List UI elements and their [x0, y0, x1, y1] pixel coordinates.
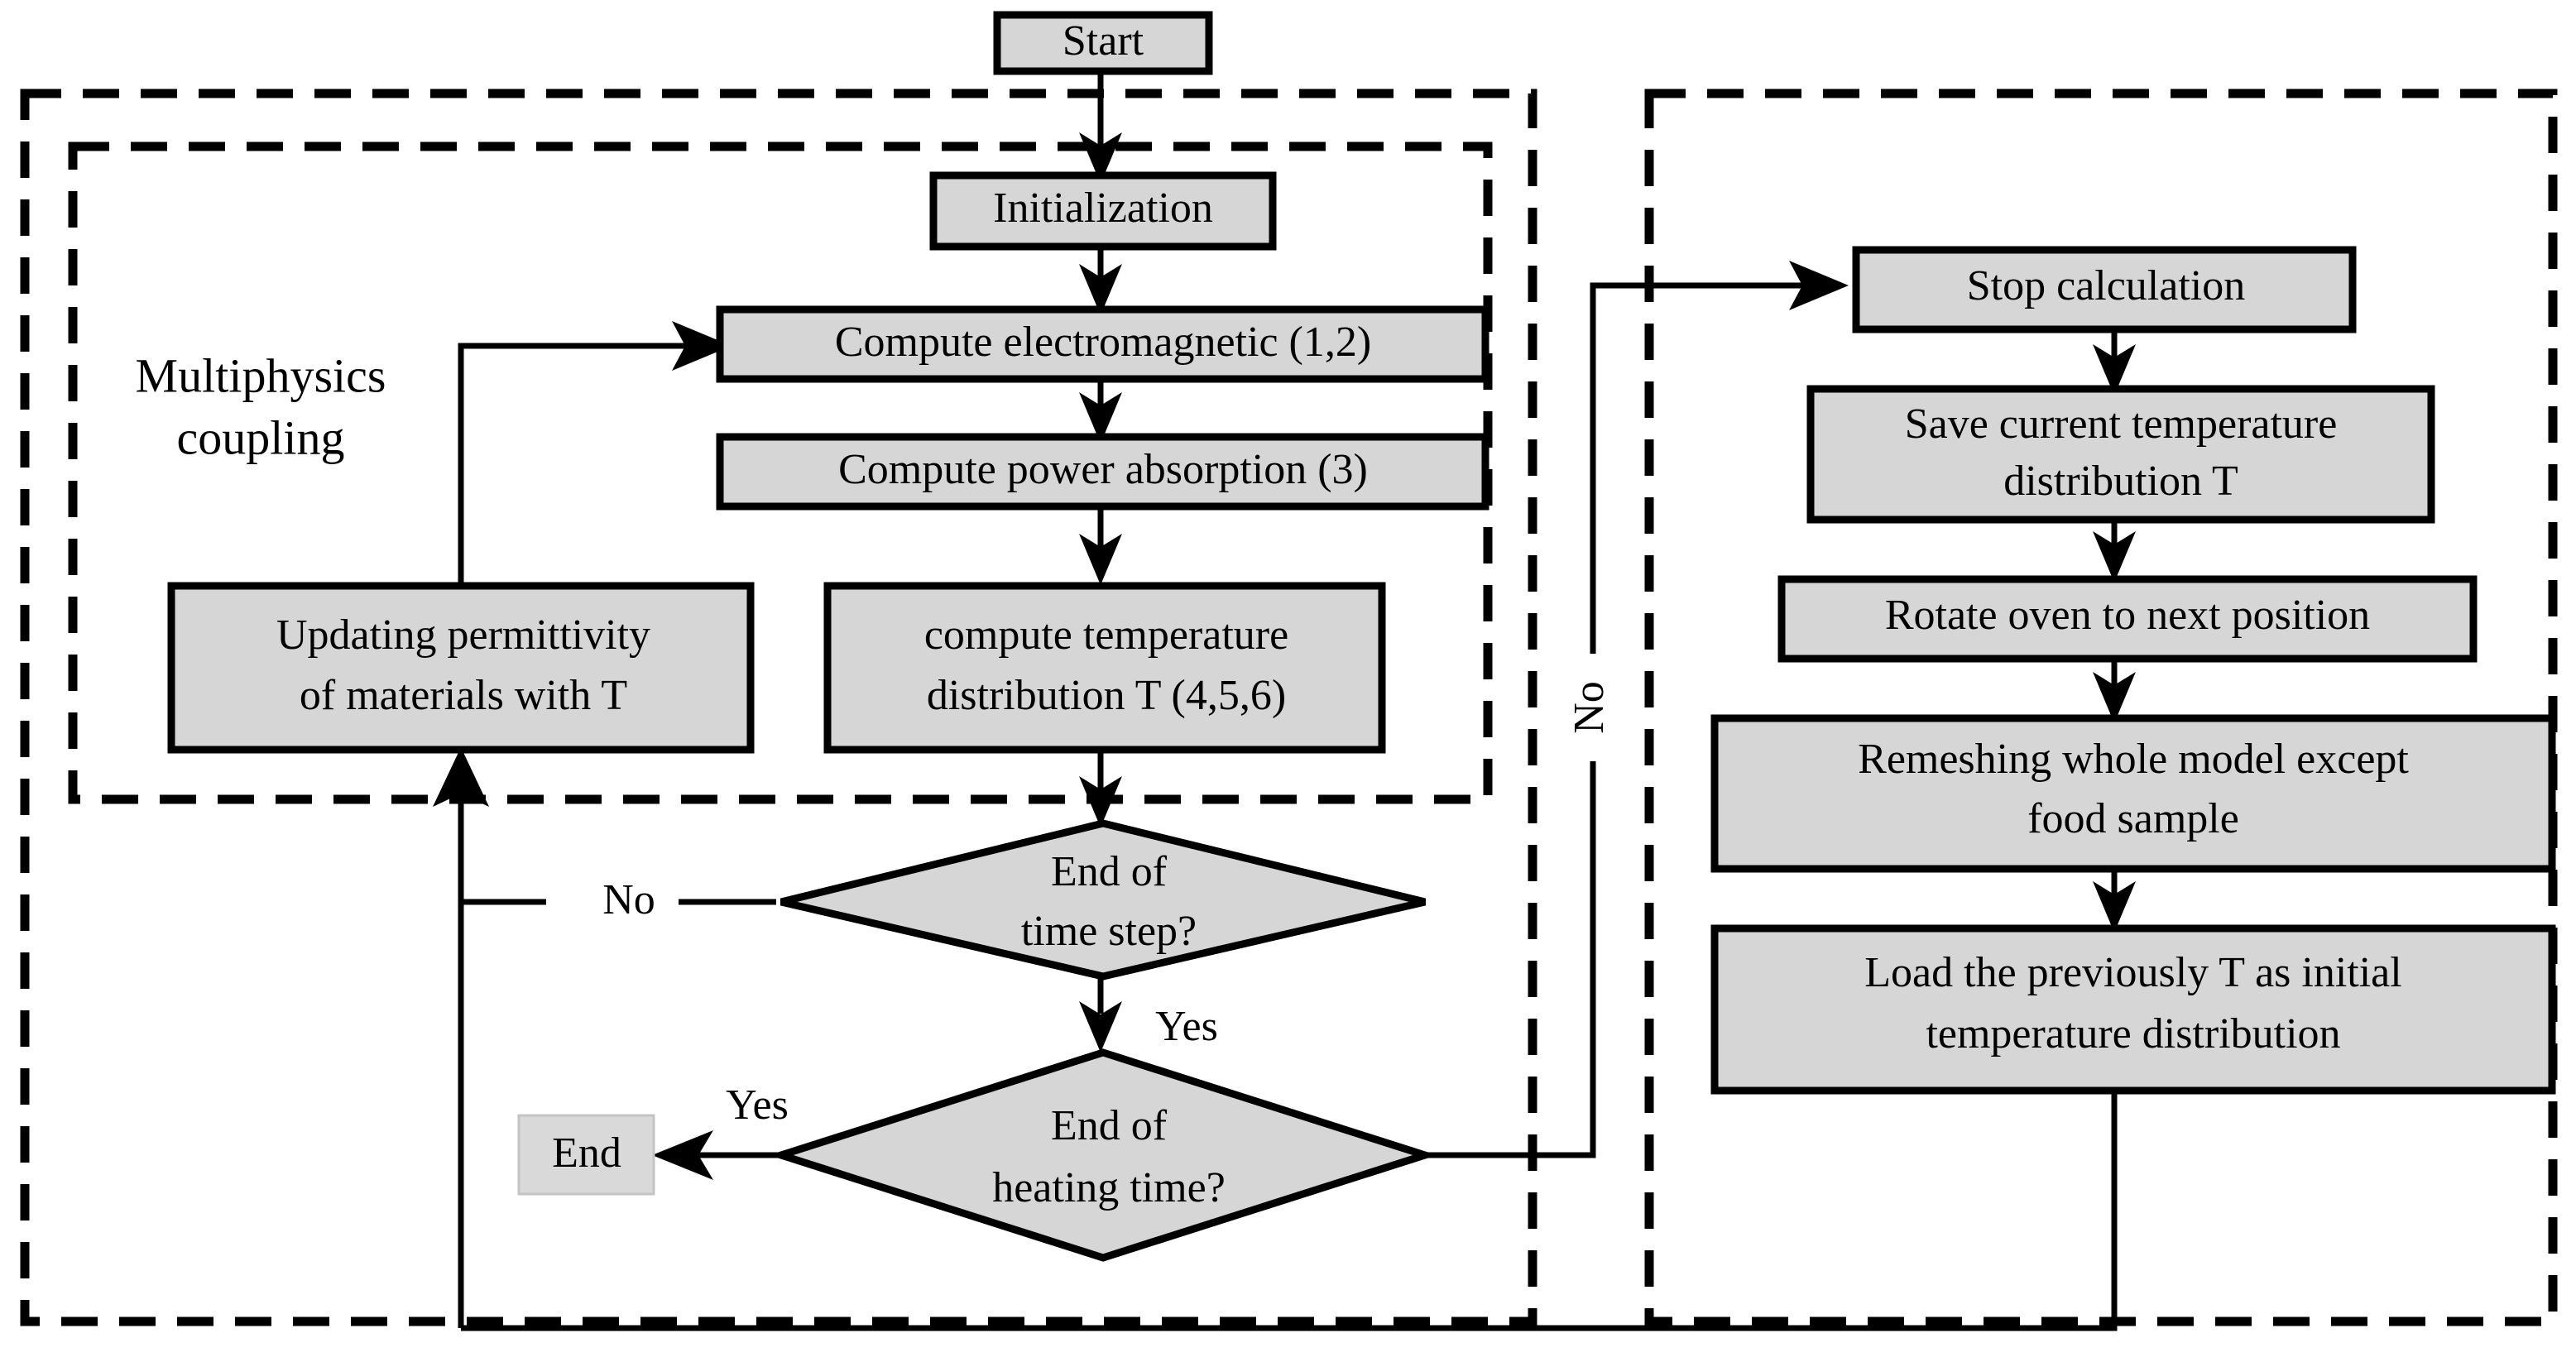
edge-label-bg-heating-time-no — [1572, 654, 1615, 761]
node-rotate-oven-label: Rotate oven to next position — [1885, 592, 2370, 639]
node-update-permittivity[interactable] — [167, 582, 755, 754]
arrowhead-remeshing — [2093, 672, 2136, 723]
node-compute-electromagnetic[interactable] — [716, 305, 1489, 383]
node-end-of-heating-time-line2: heating time? — [992, 1164, 1226, 1211]
node-stop-calculation-label: Stop calculation — [1967, 262, 2245, 309]
node-initialization[interactable] — [929, 171, 1277, 251]
node-save-temperature-line1: Save current temperature — [1905, 400, 2338, 448]
edge-permittivity-to-compute-em — [458, 343, 695, 587]
arrowhead-compute-temp — [1079, 534, 1122, 585]
arrowhead-end — [652, 1130, 713, 1180]
node-initialization-label: Initialization — [993, 185, 1213, 232]
node-end-label: End — [552, 1129, 621, 1177]
arrowhead-compute-em-top — [1079, 264, 1122, 315]
node-save-temperature-line2: distribution T — [2003, 458, 2238, 505]
node-compute-temperature-line1: compute temperature — [924, 611, 1288, 659]
node-end-of-heating-time-line1: End of — [1051, 1102, 1168, 1149]
arrowhead-stop-calculation — [1789, 261, 1849, 310]
node-end[interactable] — [517, 1114, 655, 1196]
node-update-permittivity-line1: Updating permittivity — [276, 611, 650, 659]
edge-label-heating-time-no: No — [1566, 681, 1613, 734]
node-start[interactable] — [993, 11, 1213, 75]
node-compute-temperature-line2: distribution T (4,5,6) — [927, 672, 1286, 719]
arrowhead-save-temp — [2093, 344, 2136, 396]
node-compute-power-absorption[interactable] — [716, 433, 1489, 511]
node-end-of-time-step-line1: End of — [1051, 848, 1168, 895]
arrowhead-compute-power — [1079, 392, 1122, 444]
arrowhead-update-permittivity — [433, 747, 489, 807]
node-load-temperature-line2: temperature distribution — [1926, 1010, 2340, 1057]
node-end-of-time-step[interactable] — [780, 819, 1427, 981]
edge-load-to-return-bus — [461, 1091, 2118, 1331]
edge-label-heating-time-yes: Yes — [726, 1081, 789, 1129]
node-update-permittivity-line2: of materials with T — [300, 672, 627, 719]
node-remeshing-line2: food sample — [2027, 795, 2239, 842]
node-save-temperature[interactable] — [1806, 385, 2435, 524]
multiphysics-label-line2: coupling — [177, 410, 345, 464]
node-compute-electromagnetic-label: Compute electromagnetic (1,2) — [835, 319, 1371, 366]
node-compute-temperature[interactable] — [823, 582, 1386, 754]
arrowhead-heating-time — [1079, 1001, 1122, 1053]
arrowhead-compute-em-left — [672, 321, 732, 371]
group-outer-left — [20, 89, 1537, 1326]
node-stop-calculation[interactable] — [1852, 246, 2357, 333]
arrowhead-time-step — [1079, 776, 1122, 827]
node-rotate-oven[interactable] — [1777, 575, 2478, 663]
multiphysics-label-line1: Multiphysics — [136, 348, 386, 402]
node-end-of-heating-time[interactable] — [769, 1048, 1437, 1262]
edge-label-time-step-no: No — [602, 876, 655, 923]
edge-label-time-step-yes: Yes — [1155, 1003, 1218, 1050]
arrowhead-load-temp — [2093, 881, 2136, 933]
node-remeshing-line1: Remeshing whole model except — [1858, 736, 2409, 783]
group-outer-right — [1644, 89, 2558, 1326]
node-end-of-time-step-line2: time step? — [1021, 908, 1197, 955]
node-remeshing[interactable] — [1710, 714, 2556, 873]
edge-label-bg-time-step-no — [579, 877, 679, 928]
node-load-temperature[interactable] — [1710, 924, 2556, 1095]
node-start-label: Start — [1063, 17, 1144, 65]
node-load-temperature-line1: Load the previously T as initial — [1864, 949, 2401, 996]
arrowhead-rotate-oven — [2093, 531, 2136, 583]
node-compute-power-absorption-label: Compute power absorption (3) — [838, 446, 1368, 493]
arrowhead-initialization — [1079, 132, 1122, 184]
